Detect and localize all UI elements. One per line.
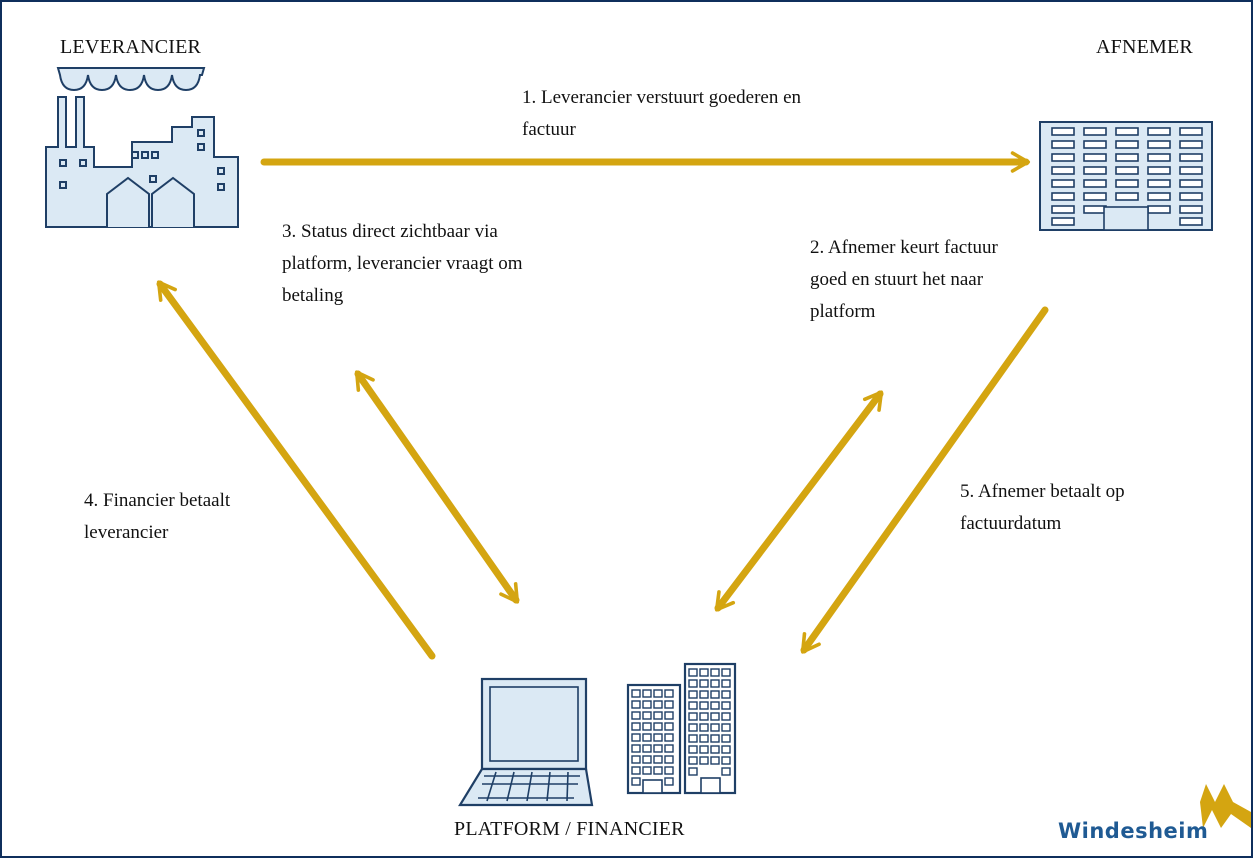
windesheim-logo-text: Windesheim [1058,819,1209,843]
node-label-supplier: LEVERANCIER [60,36,202,58]
factory-icon [45,67,239,228]
step4-label: 4. Financier betaalt leverancier [84,490,231,543]
step2-label: 2. Afnemer keurt factuur goed en stuurt … [810,237,998,322]
node-label-platform: PLATFORM / FINANCIER [454,818,685,840]
step3-label: 3. Status direct zichtbaar via platform,… [282,221,523,306]
arrow-step4 [156,280,436,660]
arrow-step5 [800,306,1049,654]
arrow-step2 [714,390,884,612]
arrow-step3 [354,370,520,604]
office-building-icon [1039,121,1213,231]
windesheim-logo-mark [1200,784,1251,828]
step5-label: 5. Afnemer betaalt op factuurdatum [960,481,1125,534]
laptop-icon [458,677,594,807]
towers-icon [626,662,737,795]
node-label-buyer: AFNEMER [1096,36,1193,58]
step1-label: 1. Leverancier verstuurt goederen en fac… [522,87,802,140]
